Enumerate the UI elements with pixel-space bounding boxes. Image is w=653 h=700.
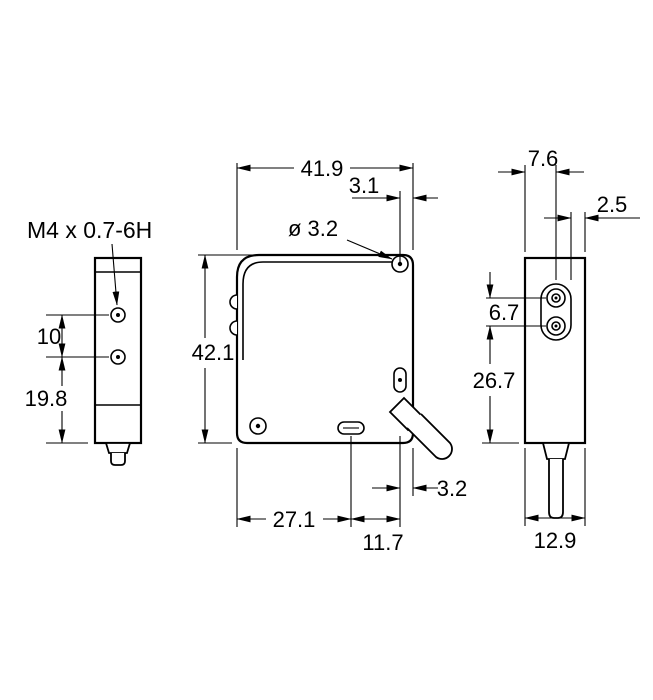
cable [406, 413, 453, 460]
dim-label-depth: 12.9 [534, 528, 577, 553]
side-slot-center [398, 378, 402, 382]
mounting-hole-upper-center [116, 313, 120, 317]
cable-boot-side [541, 442, 571, 460]
dim-label-hole-to-bottom: 19.8 [25, 386, 68, 411]
left-view-dimensions: M4 x 0.7-6H 10 19.8 [25, 217, 152, 444]
hole-diameter-leader-line [346, 239, 393, 260]
front-view-body [235, 253, 415, 445]
dim-label-face-offset: 2.5 [597, 192, 628, 217]
dim-label-hole-diameter: ø 3.2 [288, 216, 338, 241]
thread-leader-line [111, 243, 120, 306]
front-face-inner-edge [242, 261, 396, 360]
cable-stub [110, 453, 126, 466]
dim-label-side-hole-to-bottom: 26.7 [473, 368, 516, 393]
dim-label-side-hole-spacing: 6.7 [489, 300, 520, 325]
dim-label-hole-offset: 3.1 [349, 173, 380, 198]
dim-label-slot-from-left: 27.1 [273, 507, 316, 532]
front-view-dimensions: 41.9 3.1 ø 3.2 42.1 27.1 11.7 3.2 [192, 156, 468, 555]
front-view: 41.9 3.1 ø 3.2 42.1 27.1 11.7 3.2 [192, 156, 468, 555]
left-view: M4 x 0.7-6H 10 19.8 [25, 217, 152, 466]
cable-side [548, 459, 564, 519]
cable-boot [104, 442, 132, 454]
bottom-left-hole-center [255, 423, 261, 429]
dim-label-depth-to-holes: 7.6 [528, 146, 559, 171]
corner-hole-center [397, 261, 403, 267]
mounting-hole-lower-center [116, 355, 120, 359]
dim-label-height: 42.1 [192, 340, 235, 365]
dim-label-cable-to-edge: 3.2 [437, 476, 468, 501]
left-edge-lug-upper [229, 294, 238, 310]
dim-label-hole-spacing: 10 [37, 324, 61, 349]
dim-label-slot-to-cable: 11.7 [362, 530, 403, 555]
side-view-dimensions: 7.6 2.5 6.7 26.7 12.9 [473, 146, 640, 553]
side-hole-upper-center [554, 296, 558, 300]
thread-callout-label: M4 x 0.7-6H [27, 217, 152, 243]
side-hole-lower-center [554, 324, 558, 328]
side-view: 7.6 2.5 6.7 26.7 12.9 [473, 146, 640, 553]
left-edge-lug-lower [229, 320, 238, 336]
dim-label-width: 41.9 [301, 156, 344, 181]
